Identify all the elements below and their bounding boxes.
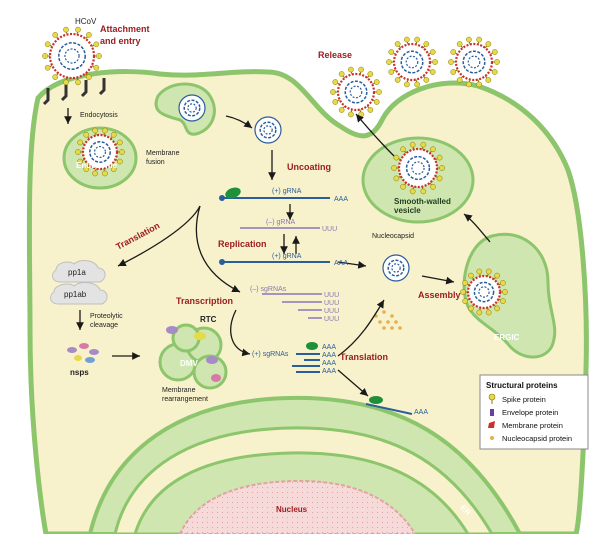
- nsps-label: nsps: [70, 368, 89, 377]
- step-transcription: Transcription: [176, 296, 233, 306]
- virion-uncoating: [254, 116, 282, 144]
- virion-released-1: [330, 66, 382, 118]
- uuu-label-5: UUU: [324, 316, 339, 323]
- dmv-label: DMV: [180, 359, 198, 368]
- virion-ergic: [460, 268, 508, 316]
- virion-vesicle: [391, 141, 445, 195]
- step-translation-2: Translation: [340, 352, 388, 362]
- er-nucleus: [87, 395, 523, 534]
- pp1ab-label: pp1ab: [64, 290, 87, 299]
- nucleocapsid-complex: [382, 254, 410, 282]
- aaa-label-4: AAA: [322, 352, 336, 359]
- virions: [42, 26, 508, 316]
- uuu-label-2: UUU: [324, 292, 339, 299]
- virion-fusing: [178, 94, 206, 122]
- aaa-label-1: AAA: [334, 196, 348, 203]
- ergic-organelle: [462, 232, 557, 359]
- pp1a-cloud: [52, 260, 106, 283]
- pos-grna-label-2: (+) gRNA: [272, 253, 302, 260]
- uuu-label-3: UUU: [324, 300, 339, 307]
- legend-title: Structural proteins: [486, 381, 558, 390]
- nucleocapsid-label: Nucleocapsid: [372, 233, 414, 240]
- aaa-label-3: AAA: [322, 344, 336, 351]
- virion-released-3: [448, 36, 500, 88]
- step-uncoating: Uncoating: [287, 162, 331, 172]
- rna-strands: [219, 195, 413, 415]
- nucleocapsid-particles: [374, 310, 402, 330]
- step-assembly: Assembly: [418, 290, 461, 300]
- virion-entering: [42, 26, 102, 86]
- envelope-protein-icon: [490, 409, 494, 416]
- legend-membrane: Membrane protein: [502, 421, 563, 430]
- rtc-label: RTC: [200, 315, 217, 324]
- pos-grna-label-1: (+) gRNA: [272, 188, 302, 195]
- aaa-label-2: AAA: [334, 260, 348, 267]
- spike-icon: [488, 393, 496, 404]
- membrane-protein-icon: [488, 421, 495, 428]
- legend: Structural proteins Spike protein Envelo…: [479, 374, 589, 450]
- legend-spike: Spike protein: [502, 395, 546, 404]
- dmv-cluster: [158, 323, 228, 390]
- pp1a-label: pp1a: [68, 268, 86, 277]
- endosome-label: Endosome: [76, 161, 117, 170]
- neg-grna-label: (–) gRNA: [266, 219, 296, 226]
- aaa-label-7: AAA: [414, 409, 428, 416]
- endocytosis-label: Endocytosis: [80, 112, 118, 119]
- host-receptors: [42, 78, 106, 106]
- nucleocapsid-protein-icon: [490, 436, 494, 440]
- aaa-label-5: AAA: [322, 360, 336, 367]
- virion-endosome: [75, 127, 125, 177]
- nsps-blobs: [67, 343, 99, 363]
- aaa-label-6: AAA: [322, 368, 336, 375]
- uuu-label-4: UUU: [324, 308, 339, 315]
- step-release: Release: [318, 50, 352, 60]
- uuu-label-1: UUU: [322, 226, 337, 233]
- ribosomes: [225, 187, 383, 404]
- step-replication: Replication: [218, 239, 267, 249]
- nucleus-label: Nucleus: [276, 505, 308, 514]
- legend-nucleocapsid: Nucleocapsid protein: [502, 434, 572, 443]
- pos-sgrnas-label: (+) sgRNAs: [252, 351, 289, 358]
- neg-sgrnas-label: (–) sgRNAs: [250, 286, 287, 293]
- hcov-label: HCoV: [75, 17, 97, 26]
- arrows: [64, 108, 491, 397]
- legend-envelope: Envelope protein: [502, 408, 558, 417]
- virion-released-2: [386, 36, 438, 88]
- pp1ab-cloud: [50, 282, 108, 305]
- ergic-label: ERGIC: [494, 333, 520, 342]
